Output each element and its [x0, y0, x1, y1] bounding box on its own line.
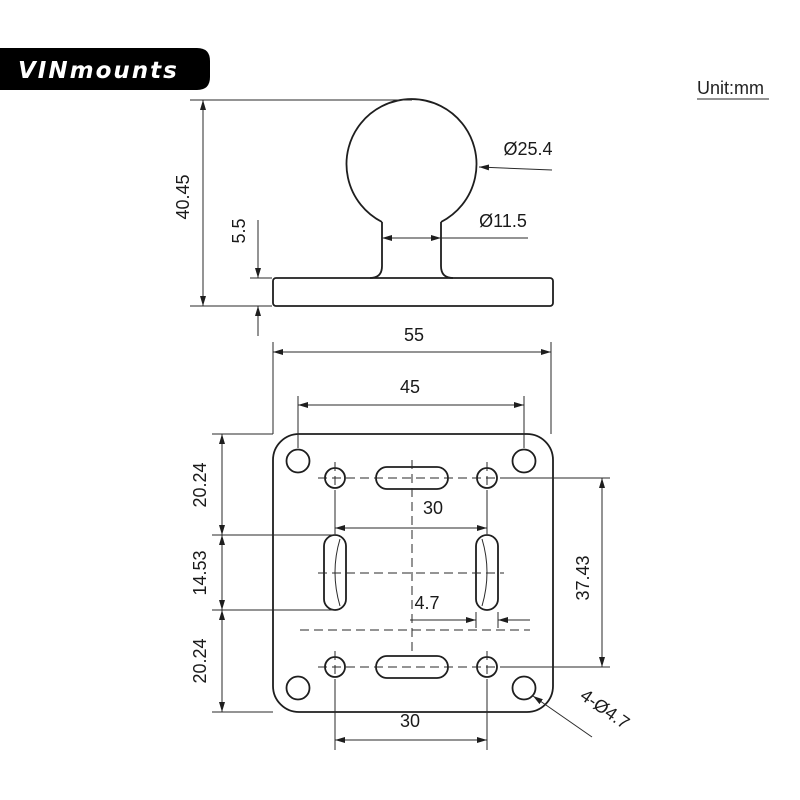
hole-callout-leader [532, 695, 593, 738]
hole-row-spacing-label: 37.43 [573, 555, 593, 600]
mounting-plate [272, 433, 554, 713]
base-thickness-label: 5.5 [229, 218, 249, 243]
corner-hole [285, 675, 311, 701]
slot-width-label: 4.7 [414, 593, 439, 613]
neck-diameter-label: Ø11.5 [479, 211, 527, 231]
corner-hole [511, 448, 537, 474]
corner-hole [511, 675, 537, 701]
width-label: 55 [404, 325, 424, 345]
brand-badge-background [0, 48, 210, 90]
hole-callout-label: 4-Ø4.7 [577, 685, 634, 733]
ball-diameter-leader [478, 164, 553, 171]
ball-diameter-label: Ø25.4 [503, 139, 552, 159]
unit-label: Unit:mm [697, 78, 764, 98]
plate-view: 55 45 30 37.43 20.24 14.53 20.24 4.7 [190, 325, 633, 750]
inner-spacing-bottom-label: 30 [400, 711, 420, 731]
side-view: 40.45 5.5 Ø25.4 Ø11.5 [173, 98, 554, 336]
inner-spacing-top-label: 30 [423, 498, 443, 518]
slot-right-chamfer [481, 538, 488, 607]
edge-to-slot-bottom-label: 20.24 [190, 638, 210, 683]
unit-label-group: Unit:mm [697, 78, 769, 100]
ball [345, 98, 478, 223]
edge-to-slot-top-label: 20.24 [190, 462, 210, 507]
slot-left-chamfer [334, 538, 341, 607]
corner-hole [285, 448, 311, 474]
brand-name: VINmounts [18, 58, 179, 84]
height-label: 40.45 [173, 174, 193, 219]
ball-neck [369, 222, 454, 279]
base-plate-side [272, 277, 554, 307]
slot-length-label: 14.53 [190, 550, 210, 595]
corner-hole-spacing-label: 45 [400, 377, 420, 397]
brand-logo: VINmounts [0, 48, 210, 90]
